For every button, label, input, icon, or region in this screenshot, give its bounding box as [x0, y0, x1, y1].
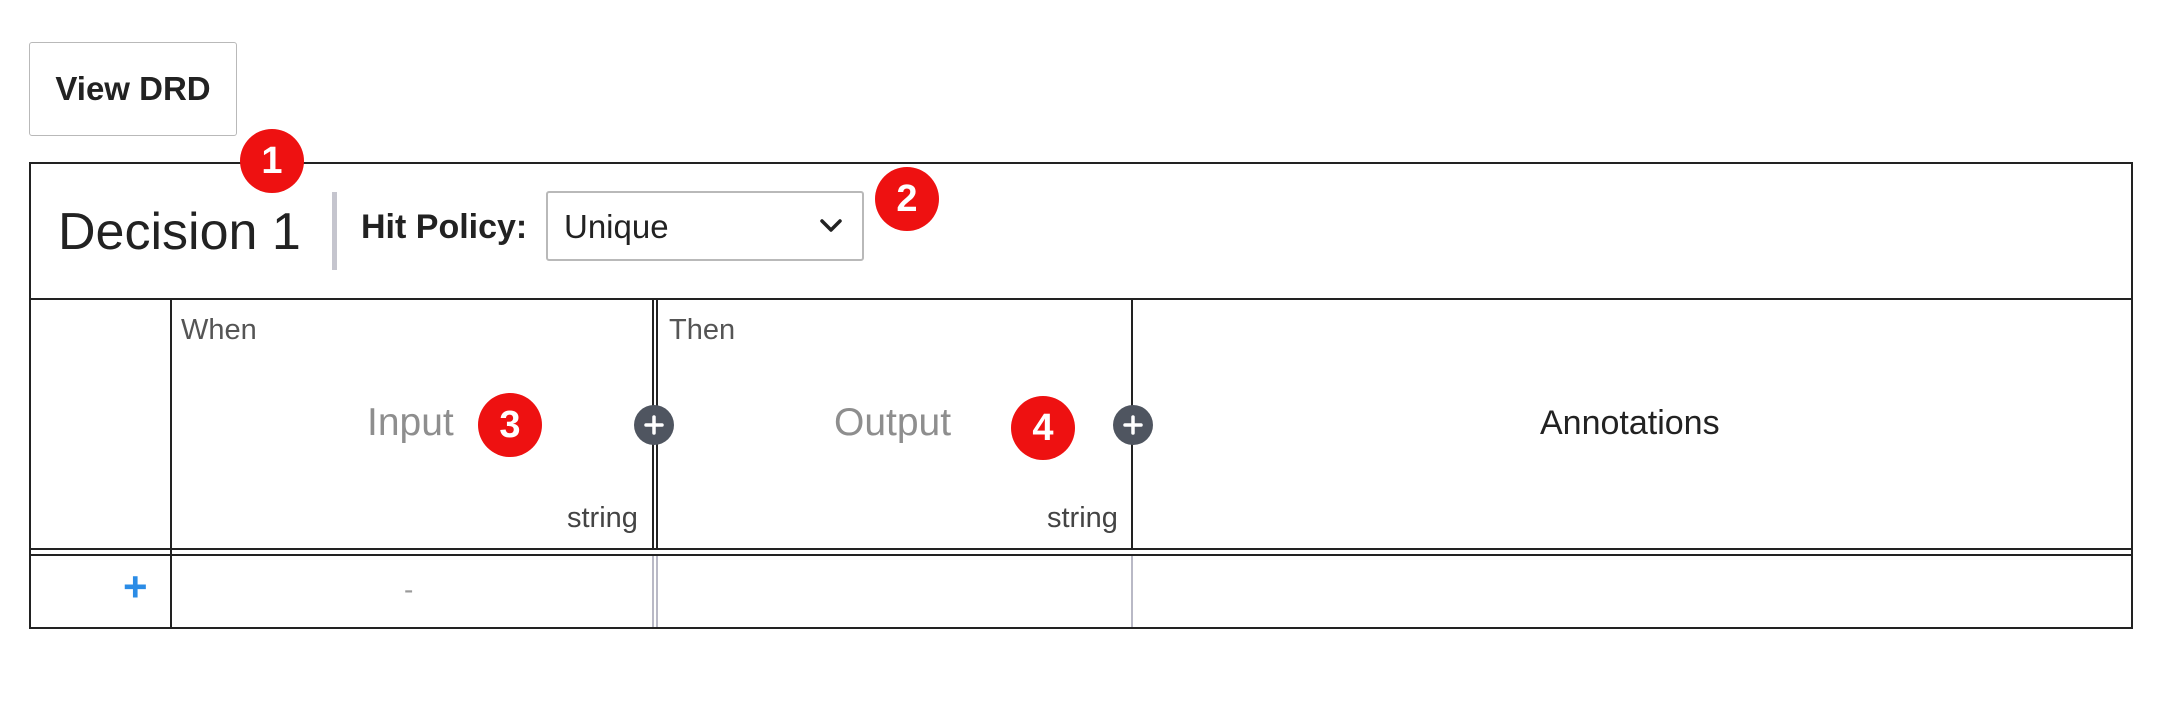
rule-input-value: -	[404, 574, 414, 605]
chevron-down-icon	[820, 219, 842, 232]
plus-icon	[1123, 415, 1143, 435]
decision-table: Decision 1 Hit Policy: Unique When Input…	[29, 162, 2133, 629]
callout-badge-3: 3	[478, 393, 542, 457]
output-clause-label: Then	[669, 314, 736, 346]
header-bottom-border	[31, 554, 2131, 556]
plus-icon	[644, 415, 664, 435]
rule-annotation-cell[interactable]	[1133, 556, 2131, 627]
add-output-column-button[interactable]	[1113, 405, 1153, 445]
callout-badge-4: 4	[1011, 396, 1075, 460]
hit-policy-label: Hit Policy:	[361, 208, 528, 246]
divider	[332, 192, 337, 270]
cell-divider	[656, 556, 658, 627]
cell-divider	[652, 556, 654, 627]
annotations-header: Annotations	[1540, 404, 1720, 442]
cell-divider	[1131, 556, 1133, 627]
output-type-ref[interactable]: string	[1047, 502, 1118, 534]
decision-table-header: Decision 1 Hit Policy: Unique	[31, 164, 2131, 300]
decision-name[interactable]: Decision 1	[58, 203, 301, 261]
add-rule-button[interactable]: +	[123, 563, 148, 610]
header-bottom-border	[31, 548, 2131, 550]
input-clause-label: When	[181, 314, 257, 346]
output-label[interactable]: Output	[834, 401, 952, 444]
input-type-ref[interactable]: string	[567, 502, 638, 534]
callout-badge-2: 2	[875, 167, 939, 231]
rule-output-cell[interactable]	[658, 556, 1131, 627]
column-divider	[170, 298, 172, 627]
add-input-column-button[interactable]	[634, 405, 674, 445]
rule-input-cell[interactable]: -	[172, 556, 652, 627]
view-drd-button[interactable]: View DRD	[29, 42, 237, 136]
hit-policy-select[interactable]: Unique	[546, 191, 864, 261]
hit-policy-value: Unique	[564, 208, 669, 245]
callout-badge-1: 1	[240, 129, 304, 193]
input-label[interactable]: Input	[367, 401, 454, 444]
